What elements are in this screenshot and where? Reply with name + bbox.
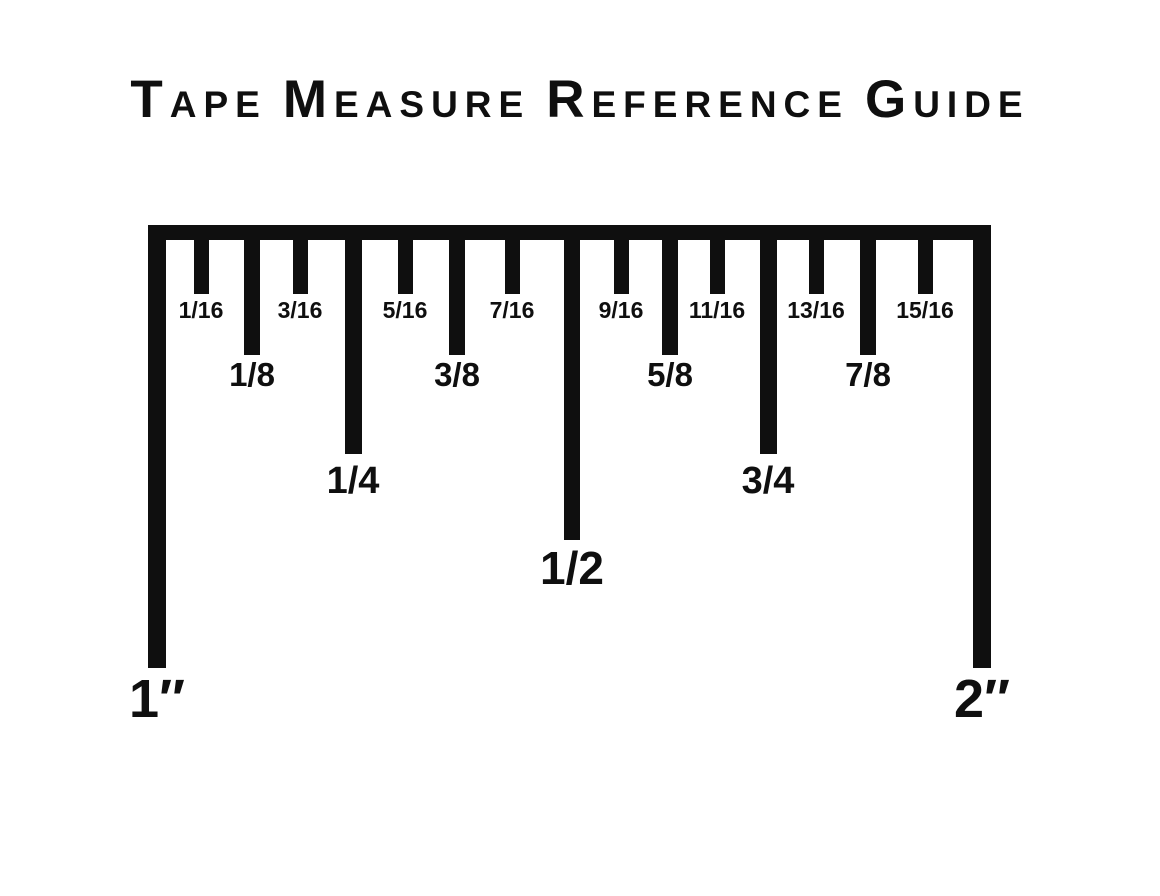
tick-label-11-16: 11/16 — [688, 297, 746, 323]
title-word: MEASURE — [283, 73, 530, 126]
title-word-rest: EASURE — [334, 84, 531, 126]
title-word-initial: G — [864, 70, 914, 130]
ruler-tick-5-16 — [397, 225, 413, 294]
ruler-tick-7-8 — [860, 225, 876, 355]
tick-label-1-16: 1/16 — [178, 297, 224, 323]
tick-label-2in: 2″ — [954, 669, 1010, 729]
ruler-tick-5-8 — [662, 225, 678, 355]
ruler-tick-1-4 — [344, 225, 362, 454]
title-word-initial: M — [282, 70, 334, 130]
ruler-tick-9-16 — [613, 225, 629, 294]
title-word-rest: UIDE — [913, 84, 1030, 126]
ruler-tick-11-16 — [709, 225, 725, 294]
ruler-tick-13-16 — [808, 225, 824, 294]
title-word: TAPE — [130, 73, 266, 126]
tick-label-7-8: 7/8 — [845, 356, 891, 393]
title-word-initial: T — [130, 70, 170, 130]
tick-label-1-8: 1/8 — [229, 356, 275, 393]
ruler-tick-15-16 — [917, 225, 933, 294]
tick-label-5-16: 5/16 — [382, 297, 428, 323]
ruler-tick-2in — [973, 225, 991, 668]
ruler-tick-3-4 — [759, 225, 777, 454]
ruler-tick-1in — [148, 225, 166, 668]
page-title: TAPE MEASURE REFERENCE GUIDE — [0, 73, 1160, 126]
title-word: GUIDE — [865, 73, 1030, 126]
title-word-rest: APE — [169, 84, 267, 126]
title-word: REFERENCE — [546, 73, 849, 126]
ruler-tick-1-16 — [193, 225, 209, 294]
tick-label-7-16: 7/16 — [489, 297, 535, 323]
tick-label-3-8: 3/8 — [434, 356, 480, 393]
tick-label-1in: 1″ — [129, 669, 185, 729]
tick-label-3-16: 3/16 — [277, 297, 323, 323]
tick-label-5-8: 5/8 — [647, 356, 693, 393]
title-word-initial: R — [546, 70, 592, 130]
ruler-tick-3-8 — [449, 225, 465, 355]
tick-label-15-16: 15/16 — [896, 297, 954, 323]
title-word-rest: EFERENCE — [591, 84, 849, 126]
ruler-tick-3-16 — [292, 225, 308, 294]
ruler-tick-1-8 — [244, 225, 260, 355]
ruler-tick-7-16 — [504, 225, 520, 294]
ruler-tick-1-2 — [564, 225, 580, 540]
tick-label-1-4: 1/4 — [326, 460, 380, 502]
tick-label-1-2: 1/2 — [540, 542, 604, 594]
tick-label-3-4: 3/4 — [741, 460, 795, 502]
tick-label-13-16: 13/16 — [787, 297, 845, 323]
tick-label-9-16: 9/16 — [598, 297, 644, 323]
